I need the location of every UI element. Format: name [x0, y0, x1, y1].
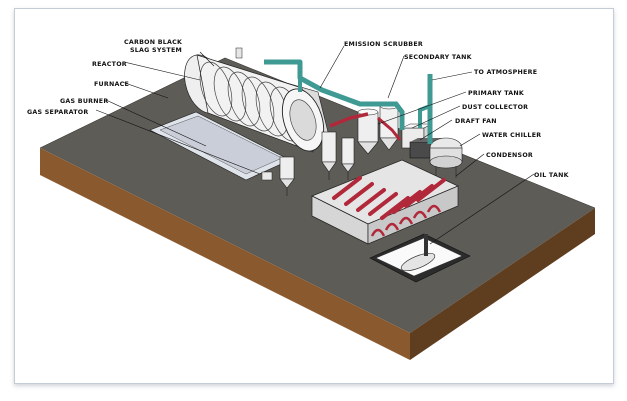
primary-tank: [357, 108, 379, 155]
label-to-atmosphere: TO ATMOSPHERE: [474, 69, 537, 76]
label-slag-system: SLAG SYSTEM: [130, 47, 182, 54]
condensor: [311, 159, 459, 245]
label-condensor: CONDENSOR: [486, 152, 533, 159]
carbon-black-slag-system: [321, 131, 355, 180]
label-primary-tank: PRIMARY TANK: [468, 90, 525, 97]
label-draft-fan: DRAFT FAN: [455, 118, 497, 125]
label-secondary-tank: SECONDARY TANK: [404, 54, 473, 61]
label-water-chiller: WATER CHILLER: [482, 132, 541, 139]
labels: CARBON BLACK SLAG SYSTEM REACTOR FURNACE…: [27, 39, 570, 179]
label-gas-burner: GAS BURNER: [60, 98, 108, 105]
leader-lines: [95, 45, 535, 245]
slab-right-face: [410, 208, 595, 360]
water-chiller: [429, 137, 463, 178]
label-furnace: FURNACE: [94, 81, 129, 88]
label-gas-separator: GAS SEPARATOR: [27, 109, 89, 116]
gas-separator: [261, 156, 295, 196]
label-emission-scrubber: EMISSION SCRUBBER: [344, 41, 423, 48]
label-oil-tank: OIL TANK: [534, 172, 570, 179]
label-dust-collector: DUST COLLECTOR: [462, 104, 528, 111]
slab-front-face: [40, 148, 410, 360]
emission-piping: [264, 59, 433, 144]
oil-tank: [369, 233, 471, 283]
label-carbon-black: CARBON BLACK: [124, 39, 183, 46]
label-reactor: REACTOR: [92, 61, 127, 68]
